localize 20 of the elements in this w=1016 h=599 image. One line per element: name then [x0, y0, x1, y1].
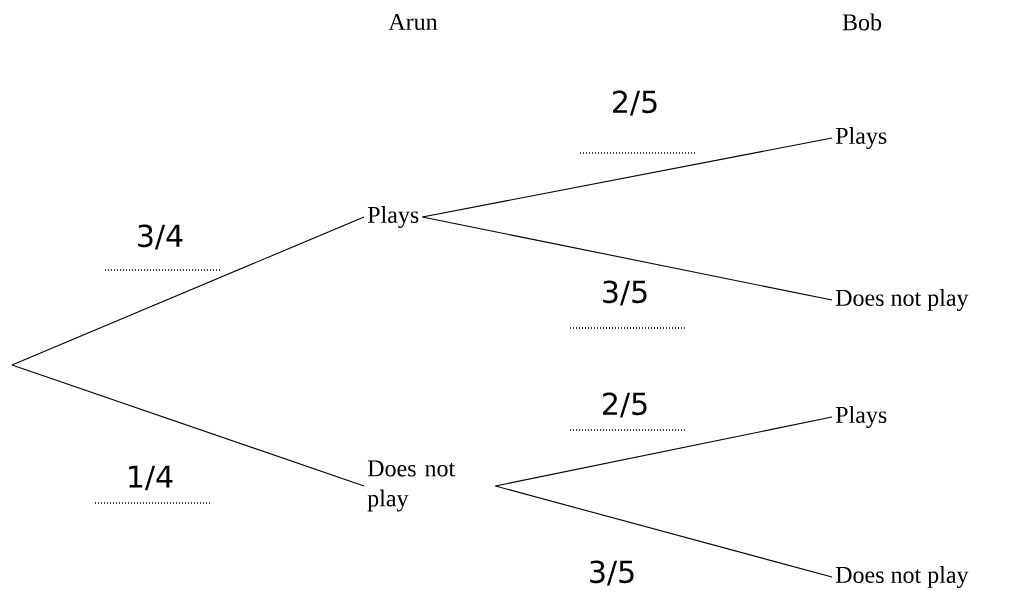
- outcome-label: Plays: [835, 127, 887, 149]
- branch-line: [421, 216, 833, 301]
- outcome-label: Plays: [835, 406, 887, 428]
- edge-label: 2/5: [598, 390, 652, 420]
- branch-line: [11, 216, 365, 366]
- outcome-label: Plays: [367, 206, 419, 228]
- branch-line: [494, 416, 833, 487]
- column-heading: Arun: [388, 13, 438, 31]
- branch-line: [494, 485, 833, 578]
- branch-line: [421, 137, 833, 218]
- edge-label: 2/5: [608, 88, 662, 118]
- outcome-label: Does not play: [835, 566, 969, 588]
- branch-line: [11, 364, 365, 487]
- outcome-label: Does not play: [835, 289, 969, 311]
- outcome-label: Does not play: [367, 460, 456, 512]
- edge-label: 3/4: [133, 222, 187, 252]
- edge-label: 3/5: [598, 278, 652, 308]
- edge-label: 1/4: [123, 463, 177, 493]
- column-heading: Bob: [842, 13, 882, 31]
- edge-label: 3/5: [585, 558, 639, 588]
